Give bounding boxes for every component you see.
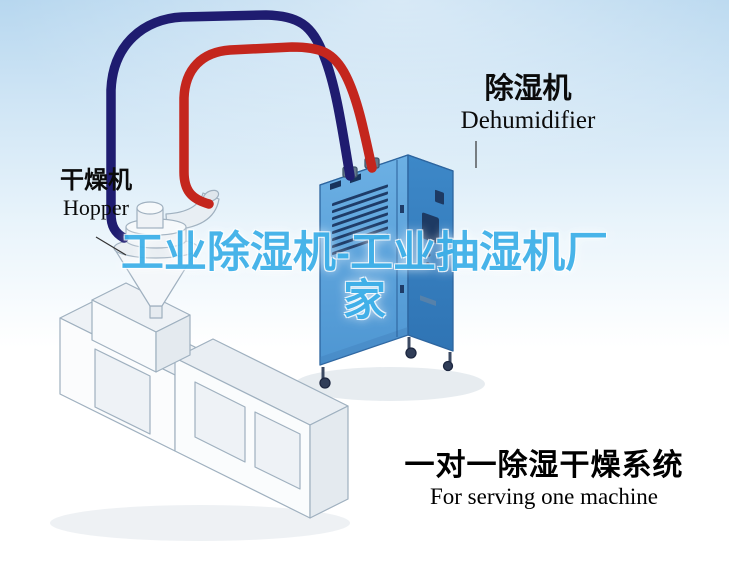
hopper-pointer-line	[95, 236, 127, 256]
pointer-lines	[95, 141, 477, 256]
dehumidifier-label-en: Dehumidifier	[460, 107, 596, 135]
ground-shadows	[50, 367, 485, 541]
caption-title-zh: 一对一除湿干燥系统	[404, 449, 684, 482]
dehumidifier-shadow	[295, 367, 485, 401]
hopper-illustration	[113, 189, 220, 319]
hinge-top	[400, 205, 404, 213]
dryer-machine-illustration	[59, 189, 349, 519]
dryer-right-side-face	[309, 405, 349, 519]
panel-button	[425, 251, 431, 257]
caption-subtitle-en: For serving one machine	[429, 484, 659, 510]
dehumidifier-label: 除湿机 Dehumidifier	[448, 73, 608, 135]
dryer-left-panel	[94, 348, 151, 435]
control-panel	[420, 189, 444, 306]
watermark-line-1: 工业除湿机-工业抽湿机厂	[120, 229, 609, 277]
watermark-line-2: 家	[343, 277, 386, 326]
watermark-text: 工业除湿机-工业抽湿机厂 家	[0, 229, 729, 325]
red-pipe	[179, 42, 377, 209]
blue-pipe	[106, 10, 355, 243]
dryer-panel-1	[194, 381, 246, 463]
casters	[321, 337, 452, 379]
hopper-label-en: Hopper	[63, 194, 129, 220]
hopper-cap-top	[136, 201, 164, 215]
hopper-label: 干燥机 Hopper	[48, 168, 144, 220]
hinge-bottom	[400, 285, 404, 293]
dryer-shadow	[50, 505, 350, 541]
side-vent-slot	[420, 295, 436, 306]
dryer-panel-2	[254, 411, 301, 490]
vent-grille	[330, 173, 388, 256]
dehumidifier-illustration	[319, 154, 454, 389]
caster-wheel	[442, 360, 454, 372]
caster-wheel	[319, 377, 331, 389]
system-caption: 一对一除湿干燥系统 For serving one machine	[396, 449, 692, 510]
caster-wheel	[405, 347, 417, 359]
hopper-label-zh: 干燥机	[60, 167, 132, 194]
dehumidifier-label-zh: 除湿机	[484, 73, 572, 105]
hoses	[106, 10, 377, 243]
base-shade-band	[320, 327, 408, 365]
panel-button	[426, 261, 430, 267]
gearbox-side-face	[155, 314, 191, 373]
